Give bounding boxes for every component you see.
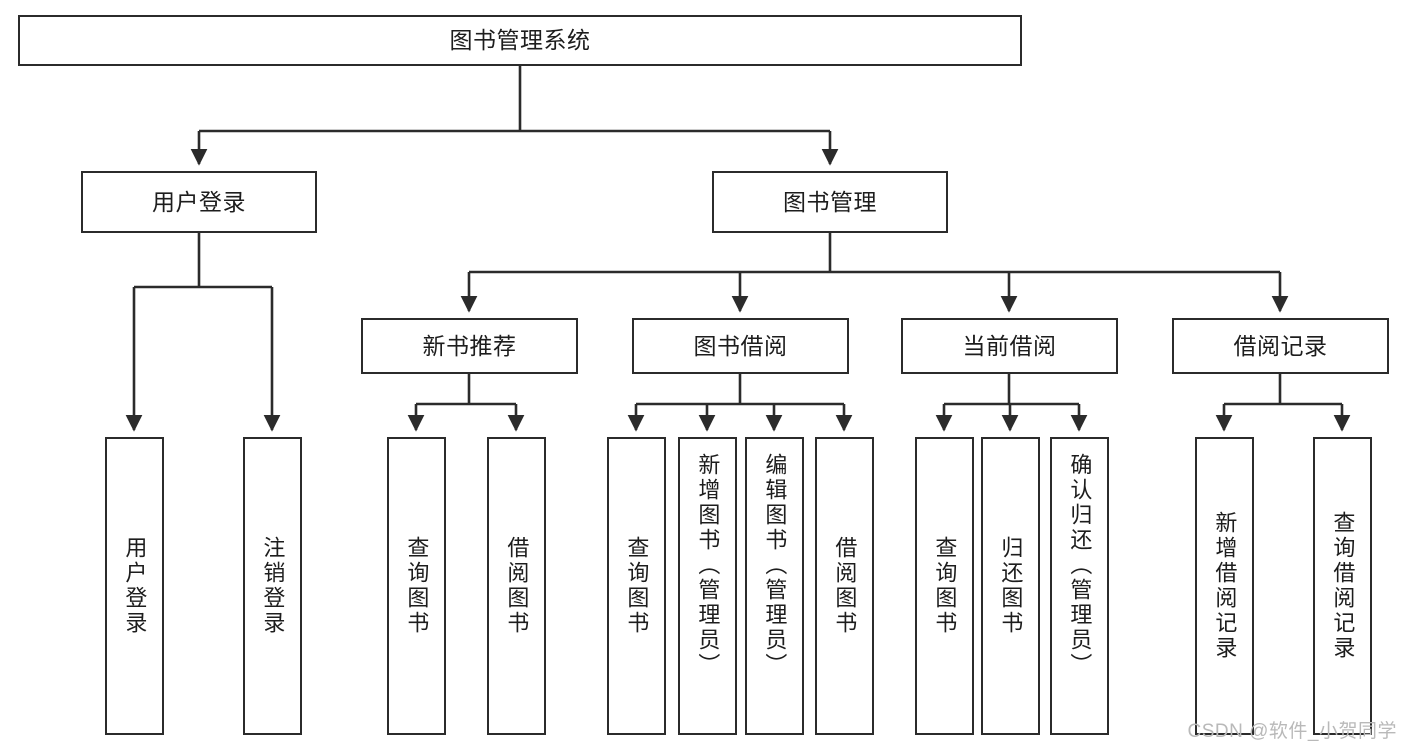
node-leaf-query-book-recommend-label: 查询图书 (404, 536, 430, 636)
node-leaf-query-borrow-record-label: 查询借阅记录 (1330, 511, 1356, 661)
node-leaf-borrow-book-recommend-label: 借阅图书 (504, 536, 530, 636)
node-leaf-query-book-borrow-label: 查询图书 (624, 536, 650, 636)
node-leaf-borrow-book-label: 借阅图书 (832, 536, 858, 636)
node-current-borrow-label: 当前借阅 (962, 332, 1057, 359)
node-leaf-edit-book-admin[interactable]: 编辑图书（管理员） (745, 437, 804, 735)
node-leaf-query-book-current[interactable]: 查询图书 (915, 437, 974, 735)
node-leaf-user-login[interactable]: 用户登录 (105, 437, 164, 735)
watermark-text: CSDN @软件_小贺同学 (1187, 721, 1397, 742)
node-leaf-query-borrow-record[interactable]: 查询借阅记录 (1313, 437, 1372, 735)
node-book-management-label: 图书管理 (783, 188, 877, 215)
node-leaf-borrow-book-recommend[interactable]: 借阅图书 (487, 437, 546, 735)
node-borrow-record[interactable]: 借阅记录 (1172, 318, 1389, 374)
node-leaf-add-borrow-record[interactable]: 新增借阅记录 (1195, 437, 1254, 735)
node-leaf-query-book-recommend[interactable]: 查询图书 (387, 437, 446, 735)
node-user-login-label: 用户登录 (152, 188, 246, 215)
node-book-borrow-label: 图书借阅 (693, 332, 788, 359)
node-borrow-record-label: 借阅记录 (1233, 332, 1328, 359)
node-book-borrow[interactable]: 图书借阅 (632, 318, 849, 374)
node-leaf-user-login-label: 用户登录 (122, 536, 148, 636)
node-leaf-logout-login-label: 注销登录 (260, 536, 286, 636)
node-leaf-edit-book-admin-label: 编辑图书（管理员） (762, 453, 788, 678)
node-leaf-confirm-return-admin-label: 确认归还（管理员） (1067, 453, 1093, 678)
node-new-book-recommend-label: 新书推荐 (422, 332, 517, 359)
node-user-login[interactable]: 用户登录 (81, 171, 317, 233)
node-leaf-query-book-current-label: 查询图书 (932, 536, 958, 636)
node-root[interactable]: 图书管理系统 (18, 15, 1022, 66)
node-leaf-borrow-book[interactable]: 借阅图书 (815, 437, 874, 735)
node-leaf-add-book-admin-label: 新增图书（管理员） (695, 453, 721, 678)
node-leaf-return-book-label: 归还图书 (998, 536, 1024, 636)
node-book-management[interactable]: 图书管理 (712, 171, 948, 233)
node-root-label: 图书管理系统 (449, 27, 591, 54)
node-new-book-recommend[interactable]: 新书推荐 (361, 318, 578, 374)
node-current-borrow[interactable]: 当前借阅 (901, 318, 1118, 374)
node-leaf-logout-login[interactable]: 注销登录 (243, 437, 302, 735)
node-leaf-query-book-borrow[interactable]: 查询图书 (607, 437, 666, 735)
node-leaf-add-book-admin[interactable]: 新增图书（管理员） (678, 437, 737, 735)
node-leaf-confirm-return-admin[interactable]: 确认归还（管理员） (1050, 437, 1109, 735)
node-leaf-return-book[interactable]: 归还图书 (981, 437, 1040, 735)
node-leaf-add-borrow-record-label: 新增借阅记录 (1212, 511, 1238, 661)
